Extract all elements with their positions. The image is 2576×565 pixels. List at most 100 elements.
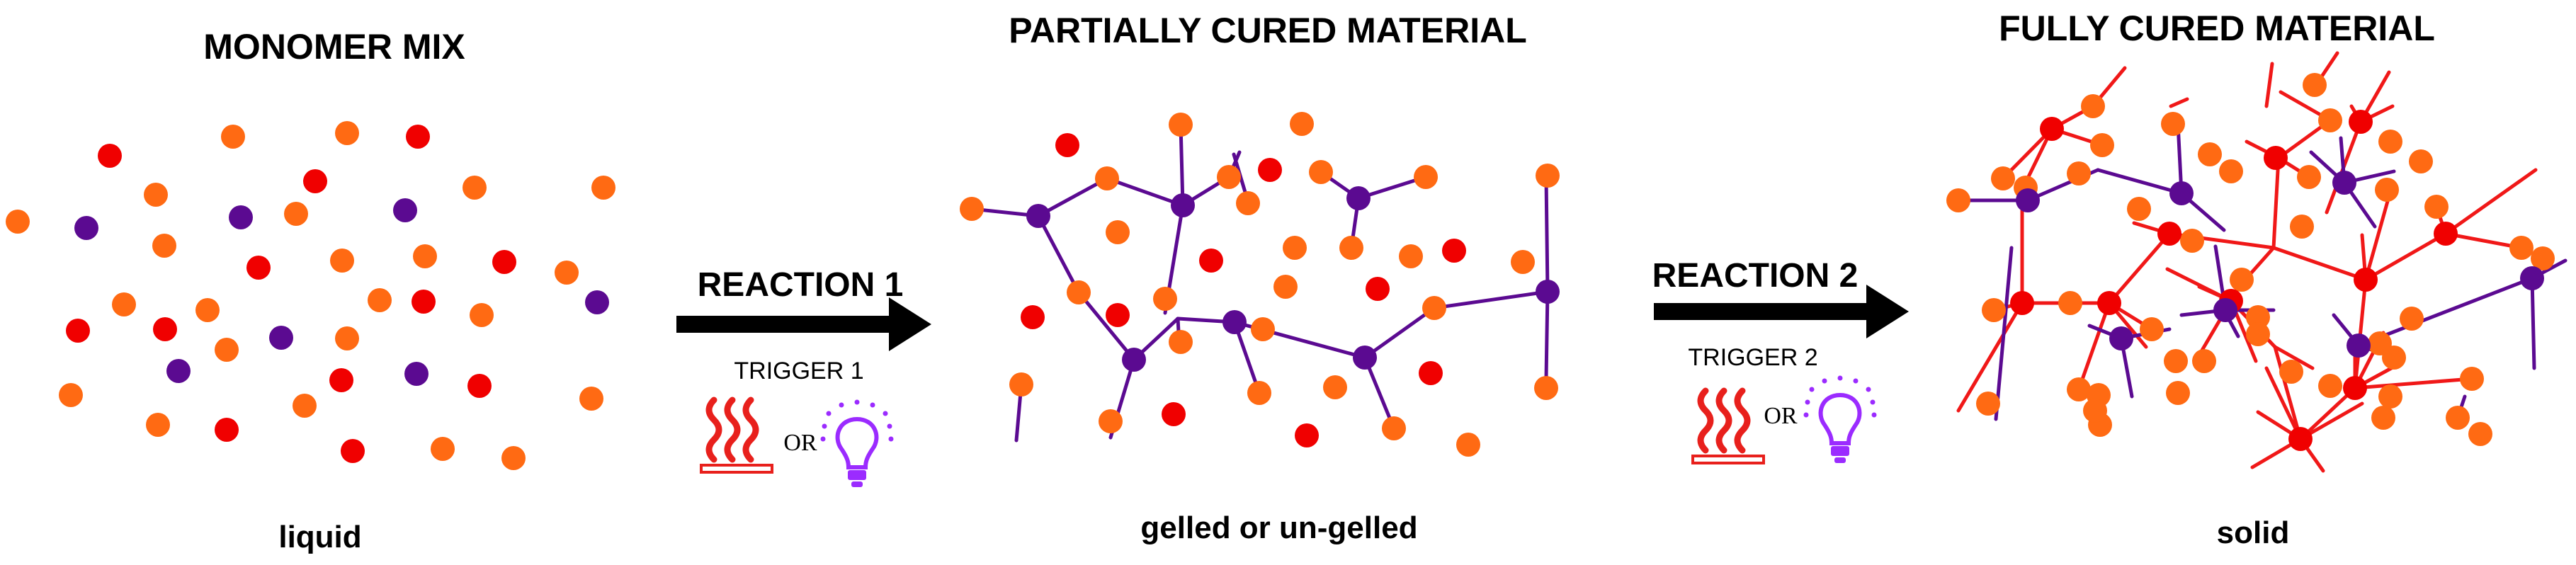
orange-monomer — [2318, 108, 2342, 132]
orange-monomer — [1067, 280, 1091, 304]
crosslink-bond — [2364, 232, 2448, 282]
orange-monomer — [2468, 422, 2492, 446]
red-monomer — [1366, 277, 1390, 301]
light-ray — [1871, 412, 1877, 418]
orange-monomer — [2409, 149, 2433, 173]
bulb-glass — [1818, 392, 1862, 445]
heat-wave — [1697, 387, 1714, 454]
orange-monomer — [2164, 349, 2188, 373]
red-monomer — [2010, 291, 2034, 315]
reaction-2-arrow — [1654, 285, 1909, 338]
orange-monomer — [2067, 377, 2091, 401]
crosslink-bond — [2444, 168, 2538, 236]
orange-monomer — [1536, 164, 1560, 188]
orange-monomer — [2140, 317, 2164, 341]
crosslink-bond — [1956, 301, 2024, 413]
orange-monomer — [215, 338, 239, 362]
orange-monomer — [6, 210, 30, 234]
reaction-1-arrow — [676, 297, 931, 351]
orange-monomer — [1251, 317, 1275, 341]
red-monomer — [2157, 222, 2181, 246]
orange-monomer — [431, 437, 455, 461]
crosslink-bond — [1179, 122, 1185, 207]
red-monomer — [1199, 249, 1223, 273]
orange-monomer — [2230, 268, 2254, 292]
orange-monomer — [1946, 188, 1970, 212]
red-monomer — [2097, 291, 2121, 315]
purple-crosslinker — [404, 362, 429, 386]
crosslink-bond — [2107, 232, 2172, 305]
crosslink-bond — [1544, 290, 1550, 381]
light-ray — [1870, 399, 1876, 405]
red-monomer — [1162, 402, 1186, 426]
orange-monomer — [284, 202, 308, 226]
lightbulb-icon — [820, 399, 894, 487]
red-monomer — [2264, 146, 2288, 170]
orange-monomer — [2127, 197, 2151, 221]
orange-monomer — [335, 121, 359, 145]
purple-crosslinker — [1222, 310, 1247, 334]
bulb-base — [848, 470, 866, 480]
heat-wave — [742, 396, 759, 463]
orange-monomer — [146, 413, 170, 437]
orange-monomer — [2083, 399, 2107, 423]
purple-crosslinker — [2520, 266, 2544, 290]
orange-monomer — [960, 197, 984, 221]
gelled-label: gelled or un-gelled — [1140, 510, 1417, 545]
partially-cured-title: PARTIALLY CURED MATERIAL — [1009, 11, 1527, 50]
fully-cured-panel — [1946, 51, 2568, 473]
orange-monomer — [2297, 165, 2321, 189]
crosslink-bond — [2353, 377, 2474, 390]
red-monomer — [153, 317, 177, 341]
orange-monomer — [2378, 384, 2402, 409]
red-monomer — [66, 319, 90, 343]
purple-crosslinker — [2347, 333, 2371, 358]
orange-monomer — [1456, 433, 1480, 457]
light-ray — [1805, 399, 1810, 405]
purple-crosslinker — [2016, 188, 2040, 212]
red-monomer — [492, 250, 516, 274]
orange-monomer — [1283, 236, 1307, 260]
red-monomer — [1295, 423, 1319, 447]
crosslink-bond — [1105, 176, 1185, 207]
reaction-2-label: REACTION 2 — [1652, 257, 1859, 295]
orange-monomer — [2424, 195, 2449, 219]
orange-monomer — [2081, 94, 2105, 118]
orange-monomer — [2166, 381, 2190, 405]
light-ray — [820, 436, 826, 442]
heat-wave — [1734, 387, 1751, 454]
heat-icon — [700, 396, 773, 474]
red-monomer — [341, 439, 365, 463]
orange-monomer — [1323, 375, 1347, 399]
light-ray — [822, 423, 827, 429]
orange-monomer — [1511, 250, 1535, 274]
orange-monomer — [330, 249, 354, 273]
red-monomer — [1442, 239, 1466, 263]
orange-monomer — [579, 387, 603, 411]
bulb-tip — [1834, 457, 1846, 463]
purple-crosslinker — [1122, 348, 1146, 372]
orange-monomer — [335, 326, 359, 350]
orange-monomer — [1236, 191, 1260, 215]
orange-monomer — [463, 176, 487, 200]
orange-monomer — [1339, 236, 1363, 260]
orange-monomer — [2058, 291, 2082, 315]
light-ray — [1853, 378, 1859, 384]
orange-monomer — [2192, 349, 2216, 373]
purple-crosslinker — [2109, 326, 2133, 350]
crosslink-bond — [2271, 246, 2368, 282]
orange-monomer — [2318, 374, 2342, 398]
crosslink-bond — [2298, 386, 2357, 441]
purple-crosslinker — [229, 205, 253, 229]
light-ray — [870, 402, 875, 408]
orange-monomer — [555, 261, 579, 285]
crosslink-bond — [1994, 246, 2014, 421]
purple-crosslinker — [166, 359, 191, 383]
red-monomer — [412, 290, 436, 314]
fully-cured-title: FULLY CURED MATERIAL — [1999, 8, 2435, 48]
light-ray — [1809, 387, 1815, 392]
or-label-2: OR — [1764, 403, 1798, 429]
crosslink-bond — [2530, 276, 2536, 370]
reaction-1-label: REACTION 1 — [698, 266, 904, 304]
heat-wave — [1715, 387, 1732, 454]
